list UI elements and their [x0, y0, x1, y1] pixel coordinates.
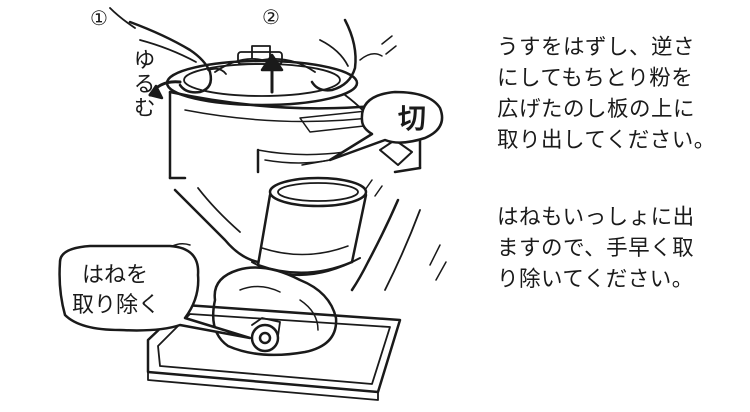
left-hand	[109, 7, 227, 94]
callout-line-1: はねを	[82, 263, 148, 288]
instruction-line: ますので、手早く取	[497, 236, 695, 261]
instruction-paragraph-1: うすをはずし、逆さ にしてもちとり粉を 広げたのし板の上に 取り出してください。	[497, 32, 747, 156]
instruction-line: にしてもちとり粉を	[497, 66, 694, 91]
twist-label: ゆるむ	[130, 48, 155, 120]
twist-arrow-icon	[148, 80, 182, 100]
callout-line-2: 取り除く	[72, 293, 160, 318]
switch-label: 切	[398, 102, 426, 135]
blade-part	[250, 317, 281, 353]
lift-arrow-icon	[260, 53, 284, 94]
instruction-line: 広げたのし板の上に	[497, 97, 696, 122]
instruction-line: 取り出してください。	[497, 128, 716, 153]
switch-callout	[301, 90, 444, 166]
remove-blade-callout	[58, 244, 252, 340]
motion-lines	[364, 35, 397, 197]
mochi-maker-illustration: ① ② ゆるむ 切 はねを 取り除く	[58, 5, 447, 401]
inverted-pot	[251, 176, 368, 277]
instruction-paragraph-2: はねもいっしょに出 ますので、手早く取 り除いてください。	[497, 202, 747, 295]
step-marker-2: ②	[262, 5, 280, 29]
step-marker-1: ①	[90, 6, 108, 30]
holding-hands	[159, 187, 447, 292]
instruction-line: うすをはずし、逆さ	[497, 35, 696, 60]
instruction-line: はねもいっしょに出	[497, 205, 695, 230]
instruction-line: り除いてください。	[497, 267, 694, 292]
